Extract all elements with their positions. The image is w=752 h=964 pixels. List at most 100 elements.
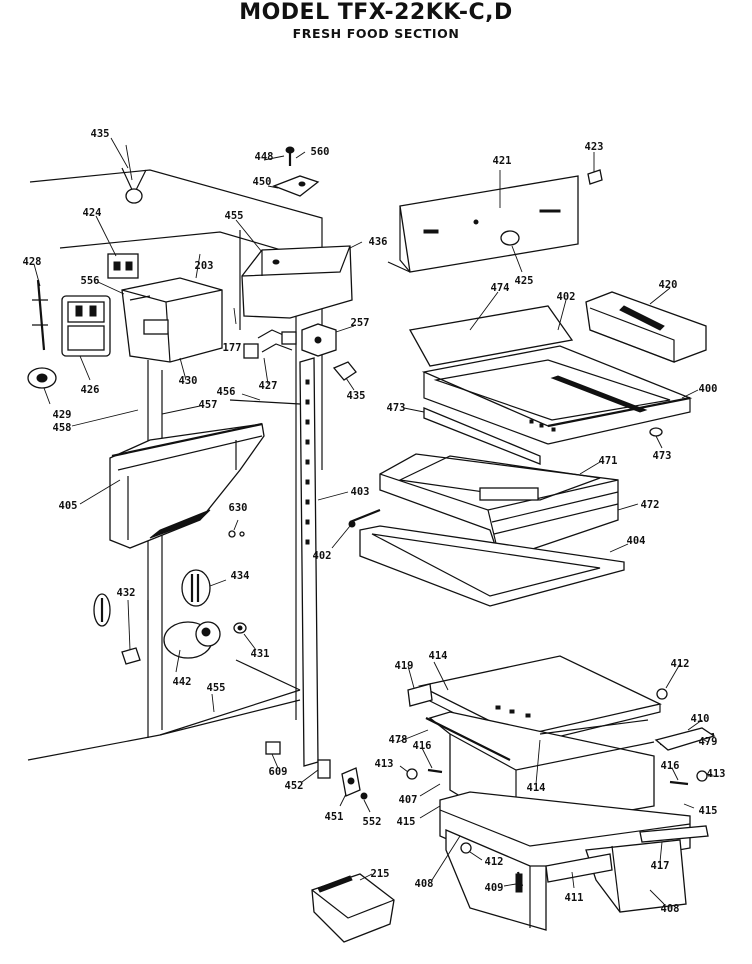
- callout-414: 414: [428, 649, 448, 662]
- callout-215: 215: [370, 867, 390, 880]
- shelf-slide-473: [423, 407, 663, 465]
- callout-412b: 412: [484, 855, 504, 868]
- callout-419: 419: [394, 659, 414, 672]
- leader-lines: [33, 137, 714, 905]
- callout-429: 429: [52, 408, 72, 421]
- lamp-socket-424: [107, 253, 139, 279]
- nut-412: [656, 688, 668, 700]
- clip-609: [265, 741, 281, 755]
- callout-473b: 473: [652, 449, 672, 462]
- callout-402b: 402: [312, 549, 332, 562]
- callout-177: 177: [222, 341, 242, 354]
- callout-420: 420: [658, 278, 678, 291]
- callout-478: 478: [388, 733, 408, 746]
- light-shield-456: [229, 399, 301, 405]
- callout-411: 411: [564, 891, 584, 904]
- callout-609: 609: [268, 765, 288, 778]
- callout-473: 473: [386, 401, 406, 414]
- callout-400: 400: [698, 382, 718, 395]
- callout-552: 552: [362, 815, 382, 828]
- screw-630: [228, 530, 245, 538]
- callout-430: 430: [178, 374, 198, 387]
- callout-426: 426: [80, 383, 100, 396]
- callout-455: 455: [224, 209, 244, 222]
- rail-479: [654, 727, 716, 751]
- callout-408: 408: [414, 877, 434, 890]
- callout-431: 431: [250, 647, 270, 660]
- side-rail-403: [299, 357, 319, 767]
- hinge-451: [341, 767, 361, 797]
- trim-419: [407, 683, 433, 707]
- diagram-title: MODEL TFX-22KK-C,D: [239, 0, 513, 25]
- bracket-452: [317, 759, 331, 779]
- callout-423: 423: [584, 140, 604, 153]
- hinge-450: [272, 175, 320, 197]
- switch-257: [301, 323, 337, 357]
- vent-434: [181, 569, 211, 607]
- callout-474: 474: [490, 281, 510, 294]
- light-cover-436: [241, 245, 353, 319]
- shelf-474-402-400: [408, 305, 693, 445]
- control-housing-430: [121, 277, 223, 363]
- crisper-cover-405: [109, 422, 265, 549]
- callout-456: 456: [216, 385, 236, 398]
- callout-455b: 455: [206, 681, 226, 694]
- callout-409: 409: [484, 881, 504, 894]
- knob-413: [406, 768, 708, 782]
- knob-429: [27, 367, 57, 389]
- indicator-423: [587, 169, 603, 185]
- pan-471-472: [379, 453, 619, 561]
- thermostat-426: [61, 295, 111, 357]
- callout-413: 413: [374, 757, 394, 770]
- lamp-bulb-432: [121, 647, 141, 665]
- callout-412: 412: [670, 657, 690, 670]
- callout-427: 427: [258, 379, 278, 392]
- callout-408b: 408: [660, 902, 680, 915]
- screw-552: [360, 792, 368, 800]
- callout-416: 416: [412, 739, 432, 752]
- callout-442: 442: [172, 675, 192, 688]
- callout-413b: 413: [706, 767, 726, 780]
- callout-402: 402: [556, 290, 576, 303]
- callout-458: 458: [52, 421, 72, 434]
- lamp-435: [121, 144, 147, 204]
- rod-416: [427, 768, 689, 786]
- callout-410: 410: [690, 712, 710, 725]
- callout-415b: 415: [396, 815, 416, 828]
- callout-451: 451: [324, 810, 344, 823]
- callout-415: 415: [698, 804, 718, 817]
- drawers-lower: [439, 791, 709, 931]
- wiring-427: [243, 329, 297, 359]
- callout-405: 405: [58, 499, 78, 512]
- callout-457: 457: [198, 398, 218, 411]
- callout-435b: 435: [346, 389, 366, 402]
- callout-556: 556: [80, 274, 100, 287]
- callout-630: 630: [228, 501, 248, 514]
- callout-403: 403: [350, 485, 370, 498]
- damper-442: [163, 621, 221, 673]
- callout-434: 434: [230, 569, 250, 582]
- callout-560: 560: [310, 145, 330, 158]
- callout-435: 435: [90, 127, 110, 140]
- bracket-428: [32, 279, 48, 351]
- callout-472: 472: [640, 498, 660, 511]
- callout-425: 425: [514, 274, 534, 287]
- screw-448-560: [285, 146, 295, 166]
- callout-450: 450: [252, 175, 272, 188]
- callout-416b: 416: [660, 759, 680, 772]
- callout-407: 407: [398, 793, 418, 806]
- shelf-404: [348, 508, 625, 607]
- tray-215: [311, 873, 395, 943]
- callout-471: 471: [598, 454, 618, 467]
- callout-424: 424: [82, 206, 102, 219]
- grommet-431: [233, 622, 247, 634]
- vent-slot-432: [93, 593, 111, 627]
- callout-257: 257: [350, 316, 370, 329]
- callout-414b: 414: [526, 781, 546, 794]
- callout-417: 417: [650, 859, 670, 872]
- callout-428: 428: [22, 255, 42, 268]
- control-panel-421: [387, 175, 579, 273]
- clip-435: [332, 361, 357, 381]
- callout-452: 452: [284, 779, 304, 792]
